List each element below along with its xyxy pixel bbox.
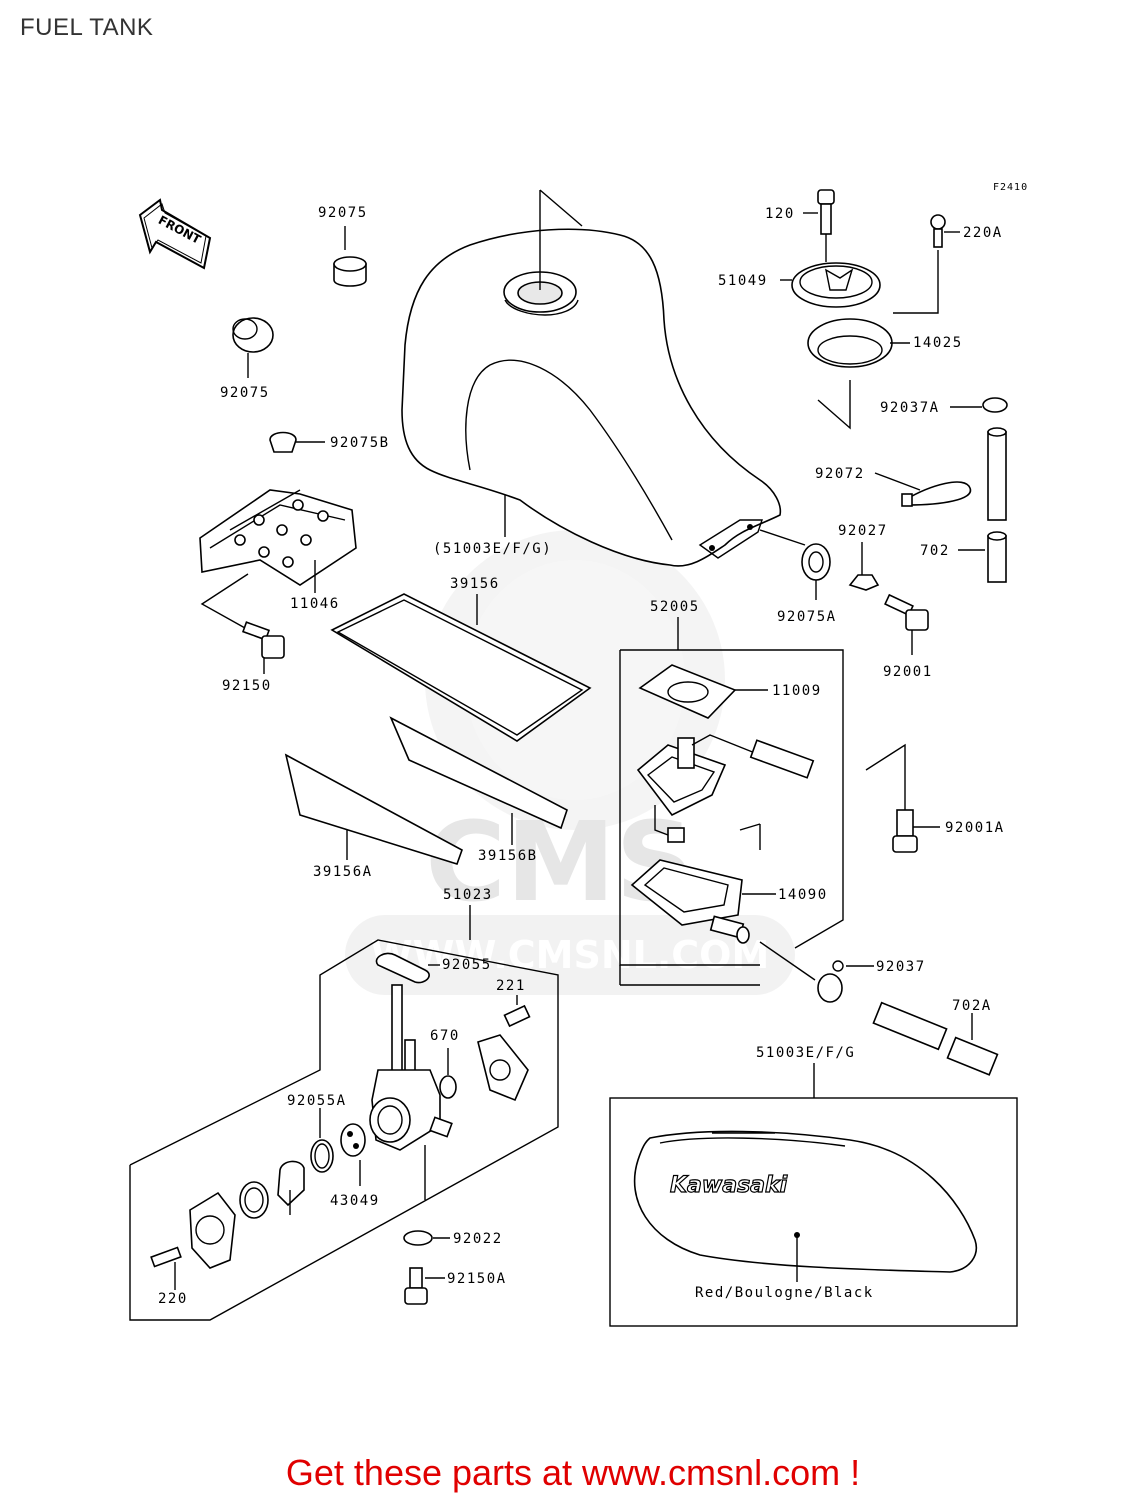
rubber-92075-top [333,226,367,287]
bolt-92001A [865,743,940,853]
label-92075B: 92075B [330,435,390,451]
cap-92075B [269,431,325,453]
washer-92027 [848,542,880,591]
label-14025: 14025 [913,335,963,351]
label-92055A: 92055A [287,1093,347,1109]
label-92022: 92022 [453,1231,503,1247]
hose-upper [987,427,1007,521]
label-670: 670 [430,1028,460,1044]
label-14090: 14090 [778,887,828,903]
fuel-tank [401,189,782,567]
clip-92037A [950,397,1008,413]
grommet-92075A [759,529,831,600]
label-92075-top: 92075 [318,205,368,221]
bolt-92150A [404,1267,445,1305]
clip-92037 [759,941,874,1003]
hose-702A [872,1001,999,1076]
bolt-92001 [884,593,929,655]
label-702: 702 [920,543,950,559]
petcock-lever [277,1160,305,1215]
group-52005 [619,617,844,986]
label-52005: 52005 [650,599,700,615]
diaphragm-43049 [340,1123,366,1186]
screw-220A [893,214,960,314]
label-702A: 702A [952,998,992,1014]
label-220: 220 [158,1291,188,1307]
label-92027: 92027 [838,523,888,539]
label-221: 221 [496,978,526,994]
label-92037A: 92037A [880,400,940,416]
label-92037: 92037 [876,959,926,975]
cap-51049 [780,262,881,308]
band-92072 [874,472,972,507]
tank-color-box: Kawasaki [609,1063,1018,1327]
label-92075A: 92075A [777,609,837,625]
oring-670 [439,1048,457,1099]
ring-14025 [807,318,910,430]
rubber-92075-left [232,317,274,378]
label-120: 120 [765,206,795,222]
label-220A: 220A [963,225,1003,241]
label-11046: 11046 [290,596,340,612]
lever-plate [189,1191,236,1269]
fuel-petcock [369,984,453,1200]
pad-39156 [330,593,592,742]
screw-220 [150,1246,182,1290]
watermark-url: WWW.CMSNL.COM [371,933,770,977]
label-39156B: 39156B [478,848,538,864]
label-92150: 92150 [222,678,272,694]
bolt-120 [803,189,835,262]
bolt-92150 [241,621,285,674]
gasket-11009 [638,664,768,719]
fuel-level-sender [636,734,815,850]
bracket-11046 [199,489,357,629]
front-arrow-icon: FRONT [138,198,212,270]
gasket-92055 [375,952,440,984]
washer-92022 [403,1230,450,1246]
tank-logo: Kawasaki [670,1173,788,1198]
label-92072: 92072 [815,466,865,482]
page-title: FUEL TANK [20,14,154,41]
label-39156A: 39156A [313,864,373,880]
label-92055: 92055 [442,957,492,973]
pad-39156B [389,716,568,845]
oring-lever [239,1181,269,1219]
footer-cta: Get these parts at www.cmsnl.com ! [285,1452,861,1493]
oring-92055A [310,1108,334,1173]
figure-code: F2410 [993,182,1028,193]
hose-702 [958,531,1007,583]
label-92150A: 92150A [447,1271,507,1287]
label-92001A: 92001A [945,820,1005,836]
screw-221 [503,995,531,1028]
label-51049: 51049 [718,273,768,289]
label-92075-left: 92075 [220,385,270,401]
label-11009: 11009 [772,683,822,699]
label-51003EFG: 51003E/F/G [756,1045,855,1061]
group-51023 [129,905,559,1321]
cover-plate [477,1034,529,1102]
gasket-14090 [630,859,776,944]
pad-39156A [284,753,463,865]
label-51023: 51023 [443,887,493,903]
label-43049: 43049 [330,1193,380,1209]
label-39156: 39156 [450,576,500,592]
label-51003EFG-paren: (51003E/F/G) [433,541,552,557]
label-color-scheme: Red/Boulogne/Black [695,1285,874,1301]
label-92001: 92001 [883,664,933,680]
